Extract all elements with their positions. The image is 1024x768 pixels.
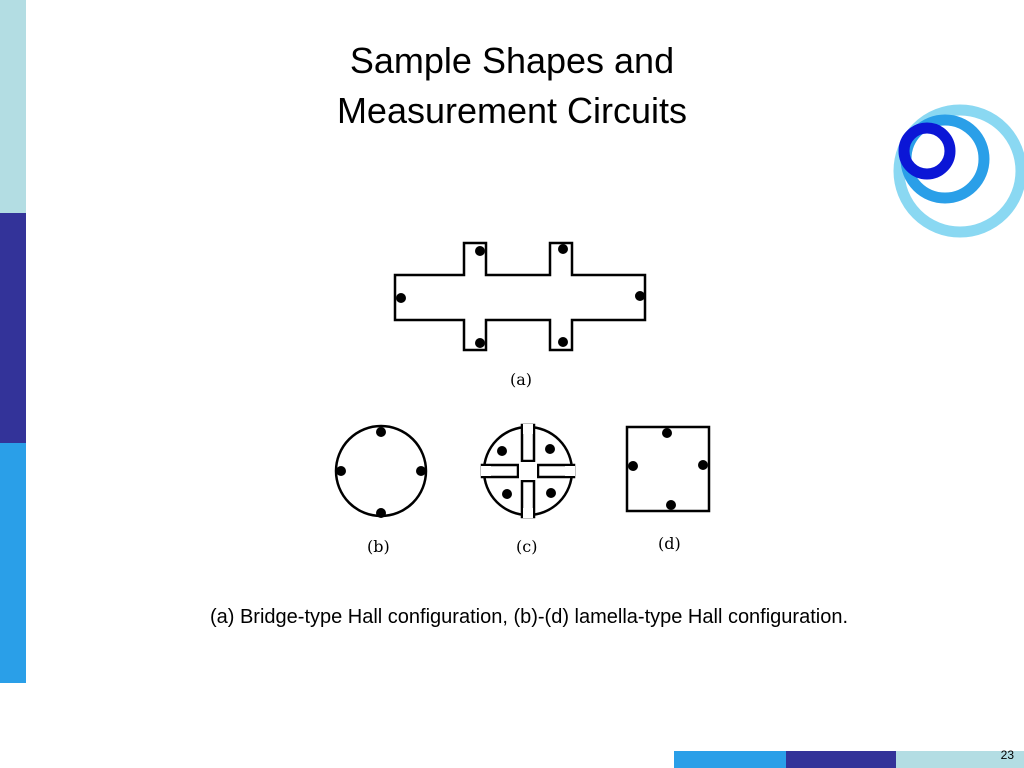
left-accent-bar-light [0, 0, 26, 213]
page-number: 23 [1000, 748, 1014, 762]
bottom-accent-bar-light [896, 751, 1024, 768]
contact-dot [396, 293, 406, 303]
title-line-2: Measurement Circuits [336, 90, 688, 131]
contact-dot [416, 466, 426, 476]
contact-dot [475, 338, 485, 348]
label-a: (a) [510, 370, 532, 389]
left-accent-bar-navy [0, 213, 26, 443]
concentric-rings-logo-icon [893, 104, 1024, 238]
contact-dot [545, 444, 555, 454]
contact-dot [475, 246, 485, 256]
bottom-accent-bar-blue [674, 751, 786, 768]
bottom-accent-bar-navy [786, 751, 896, 768]
label-d: (d) [658, 534, 681, 553]
contact-dot [666, 500, 676, 510]
circle-shape-b [334, 424, 428, 518]
contact-dot [376, 508, 386, 518]
figure-caption: (a) Bridge-type Hall configuration, (b)-… [209, 606, 849, 628]
title-line-1: Sample Shapes and [349, 40, 675, 81]
contact-dot [336, 466, 346, 476]
label-c: (c) [516, 537, 537, 556]
contact-dot [698, 460, 708, 470]
contact-dot [635, 291, 645, 301]
slide-title: Sample Shapes and Measurement Circuits [0, 36, 1024, 136]
label-b: (b) [367, 537, 390, 556]
contact-dot [662, 428, 672, 438]
cloverleaf-shape-c [480, 423, 576, 519]
contact-dot [558, 244, 568, 254]
contact-dot [628, 461, 638, 471]
contact-dot [497, 446, 507, 456]
contact-dot [558, 337, 568, 347]
bridge-contacts [396, 244, 645, 348]
hall-sample-shapes-figure: (a) (b) (c) [334, 241, 711, 556]
square-shape-d [625, 425, 711, 513]
bridge-shape-a [393, 241, 647, 352]
left-accent-bar-blue [0, 443, 26, 683]
contact-dot [376, 427, 386, 437]
contact-dot [502, 489, 512, 499]
contact-dot [546, 488, 556, 498]
